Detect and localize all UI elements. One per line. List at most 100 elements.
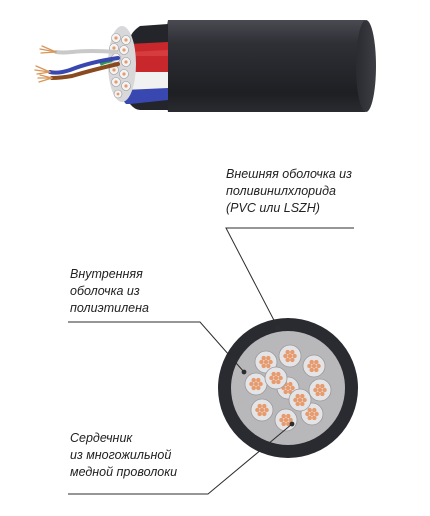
core-blue	[122, 88, 168, 104]
leader-lines	[68, 227, 354, 495]
copper-strand	[313, 387, 318, 393]
copper-strand	[292, 353, 297, 359]
copper-strand	[283, 353, 288, 359]
copper-strand	[314, 359, 319, 365]
leader-inner-sheath	[68, 321, 245, 373]
copper-strand	[257, 403, 262, 409]
copper-strand	[309, 411, 315, 417]
copper-strand	[269, 375, 274, 381]
copper-strand	[285, 349, 290, 355]
copper-strand	[258, 381, 263, 387]
copper-strand	[283, 389, 288, 395]
copper-strand	[266, 355, 271, 361]
copper-strand	[259, 407, 265, 413]
copper-strand	[271, 371, 276, 377]
conductor-group	[244, 344, 332, 432]
copper-strand	[263, 359, 269, 365]
copper-strand	[288, 417, 293, 423]
copper-strand	[309, 367, 314, 373]
wire-grey	[54, 49, 118, 55]
copper-strand	[300, 393, 305, 399]
copper-strand	[262, 411, 267, 417]
conductor	[308, 378, 332, 402]
conductor	[264, 366, 288, 390]
copper-strand	[322, 387, 327, 393]
copper-strands	[34, 45, 57, 83]
copper-strand	[290, 385, 295, 391]
copper-strand	[302, 397, 307, 403]
copper-strand	[276, 371, 281, 377]
conductor	[302, 354, 326, 378]
copper-strand	[320, 391, 325, 397]
callout-inner-sheath-line-1: Внутренняя	[70, 267, 143, 281]
copper-strand	[290, 357, 295, 363]
copper-strand	[261, 363, 266, 369]
copper-strand	[249, 381, 254, 387]
copper-strand	[300, 401, 305, 407]
copper-strand	[279, 417, 284, 423]
copper-strand	[316, 363, 321, 369]
copper-strand	[259, 359, 264, 365]
conductor	[274, 408, 298, 432]
copper-strand	[287, 353, 293, 359]
copper-strand	[293, 397, 298, 403]
callout-inner-sheath-line-3: полиэтилена	[70, 301, 149, 315]
callout-inner-sheath-line-2: оболочка из	[70, 284, 140, 298]
callout-inner-sheath: Внутренняя оболочка из полиэтилена	[70, 266, 149, 317]
copper-strand	[281, 421, 286, 427]
copper-strand	[288, 381, 293, 387]
callout-core-line-3: медной проволоки	[70, 465, 178, 479]
conductor	[278, 344, 302, 368]
copper-strand	[317, 387, 323, 393]
copper-strand	[314, 367, 319, 373]
conductor	[250, 398, 274, 422]
copper-strand	[311, 363, 317, 369]
copper-strand	[264, 407, 269, 413]
wire-blue	[48, 56, 120, 75]
callout-core-line-1: Сердечник	[70, 431, 133, 445]
cable-cross-section	[218, 318, 358, 458]
copper-strand	[253, 381, 259, 387]
copper-strand	[255, 407, 260, 413]
copper-strand	[257, 411, 262, 417]
copper-strand	[262, 403, 267, 409]
copper-strand	[297, 397, 303, 403]
copper-strand	[285, 385, 291, 391]
copper-strand	[283, 417, 289, 423]
copper-strand	[307, 363, 312, 369]
copper-strand	[315, 383, 320, 389]
callout-outer-sheath-line-2: поливинилхлорида	[226, 184, 336, 198]
callout-core: Сердечник из многожильной медной проволо…	[70, 430, 177, 481]
callout-outer-sheath-line-1: Внешняя оболочка из	[226, 167, 352, 181]
leader-outer-sheath	[225, 227, 354, 329]
copper-strand	[312, 415, 317, 421]
copper-strand	[268, 359, 273, 365]
wire-brown	[50, 62, 120, 80]
conductor	[288, 388, 312, 412]
callout-core-line-2: из многожильной	[70, 448, 172, 462]
copper-strand	[281, 413, 286, 419]
outer-jacket	[168, 20, 372, 112]
copper-strand	[276, 379, 281, 385]
copper-strand	[273, 375, 279, 381]
copper-strand	[307, 407, 312, 413]
conductor	[244, 372, 268, 396]
core-black	[129, 24, 168, 44]
copper-strand	[295, 401, 300, 407]
copper-strand	[290, 349, 295, 355]
copper-strand	[271, 379, 276, 385]
copper-strand	[278, 375, 283, 381]
cable-side-view	[34, 20, 376, 112]
copper-strand	[261, 355, 266, 361]
callout-outer-sheath-line-3: (PVC или LSZH)	[226, 201, 320, 215]
copper-strand	[251, 377, 256, 383]
copper-strand	[312, 407, 317, 413]
copper-strand	[309, 359, 314, 365]
copper-strand	[307, 415, 312, 421]
callout-outer-sheath: Внешняя оболочка из поливинилхлорида (PV…	[226, 166, 352, 217]
copper-strand	[266, 363, 271, 369]
copper-strand	[314, 411, 319, 417]
jacket-end-cap	[356, 20, 376, 112]
